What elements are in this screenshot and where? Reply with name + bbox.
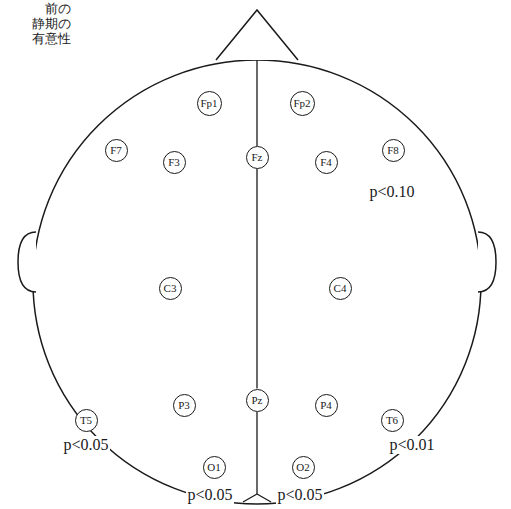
significance-label: p<0.10 bbox=[368, 183, 415, 201]
note-text: 前の 静期の 有意性 bbox=[30, 2, 72, 47]
electrode-circle: F3 bbox=[163, 151, 186, 174]
electrode-circle: Fp1 bbox=[197, 91, 222, 116]
electrode-circle: O2 bbox=[292, 456, 315, 479]
electrode-label: O1 bbox=[207, 462, 220, 473]
electrode-label: Fp2 bbox=[293, 98, 310, 109]
significance-label: p<0.05 bbox=[186, 486, 233, 504]
right-ear bbox=[478, 232, 496, 292]
electrode-circle: Fz bbox=[246, 146, 269, 169]
electrode-label: Fp1 bbox=[200, 98, 217, 109]
electrode-label: P4 bbox=[320, 400, 332, 411]
electrode-label: F4 bbox=[320, 157, 332, 168]
significance-label: p<0.05 bbox=[62, 436, 109, 454]
electrode-circle: C3 bbox=[159, 277, 182, 300]
left-ear bbox=[18, 232, 36, 292]
electrode-label: Pz bbox=[252, 395, 263, 406]
electrode-circle: T5 bbox=[75, 409, 98, 432]
midline bbox=[256, 412, 257, 494]
electrode-circle: C4 bbox=[329, 277, 352, 300]
electrode-label: Fz bbox=[252, 152, 263, 163]
electrode-label: F3 bbox=[168, 157, 180, 168]
electrode-circle: T6 bbox=[381, 409, 404, 432]
head-circle bbox=[33, 60, 481, 504]
electrode-label: T6 bbox=[386, 415, 398, 426]
electrode-label: T5 bbox=[80, 415, 92, 426]
electrode-label: O2 bbox=[296, 462, 309, 473]
electrode-label: F7 bbox=[110, 145, 122, 156]
electrode-circle: F4 bbox=[315, 151, 338, 174]
electrode-circle: O1 bbox=[203, 456, 226, 479]
electrode-circle: P4 bbox=[315, 394, 338, 417]
electrode-label: P3 bbox=[178, 400, 190, 411]
electrode-label: C4 bbox=[334, 283, 347, 294]
inion-mark bbox=[243, 494, 271, 502]
midline bbox=[256, 60, 257, 146]
electrode-circle: P3 bbox=[173, 394, 196, 417]
electrode-circle: F8 bbox=[382, 139, 405, 162]
significance-label: p<0.01 bbox=[388, 436, 435, 454]
midline-connector bbox=[256, 169, 257, 389]
electrode-circle: Pz bbox=[246, 389, 269, 412]
electrode-circle: F7 bbox=[105, 139, 128, 162]
electrode-label: F8 bbox=[387, 145, 399, 156]
electrode-label: C3 bbox=[164, 283, 177, 294]
nose bbox=[216, 10, 298, 60]
significance-label: p<0.05 bbox=[276, 486, 323, 504]
electrode-circle: Fp2 bbox=[290, 91, 315, 116]
